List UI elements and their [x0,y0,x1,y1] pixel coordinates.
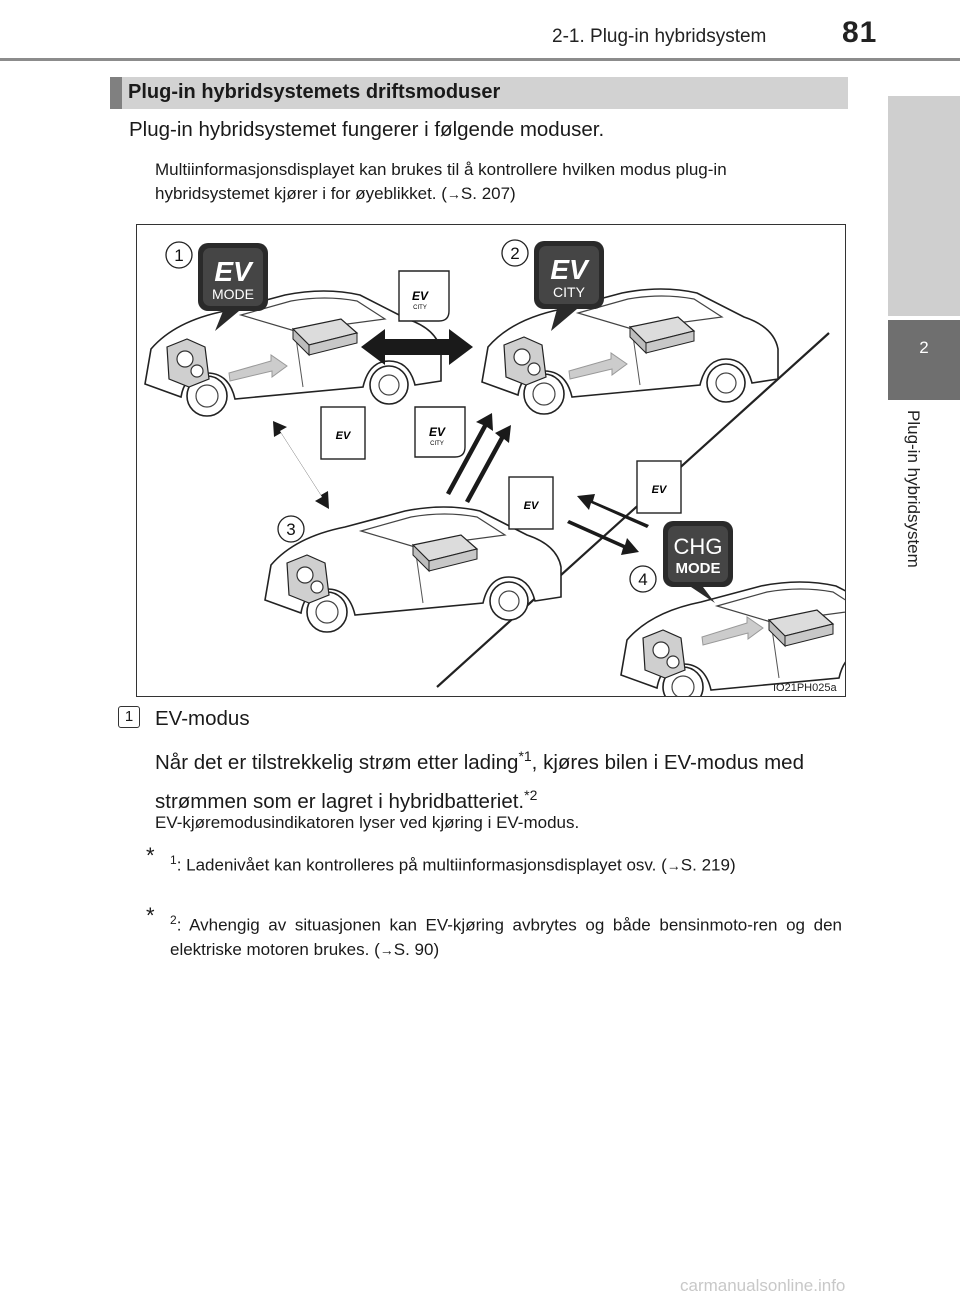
badge-ev-mode-line2: MODE [212,286,254,302]
page-reference-link[interactable]: S. 219) [680,855,736,875]
reference-arrow-icon: → [666,857,681,874]
badge-chg-mode-line2: MODE [676,560,721,577]
footnote-index-2: 2 [170,913,177,927]
car-ev-city [481,288,779,415]
chapter-number: 2 [919,338,929,357]
footnote-text-2: : Avhengig av situasjonen kan EV-kjøring… [170,915,842,959]
footnote-ref-1: *1 [518,748,532,764]
page-reference-link[interactable]: S. 207) [460,184,516,203]
item-body-part1: Når det er tilstrekkelig strøm etter lad… [155,750,519,774]
section-title: 2-1. Plug-in hybridsystem [552,26,767,47]
header-rule [0,58,960,61]
footnote-text-1: : Ladenivået kan kontrolleres på multiin… [176,855,667,875]
ev-city-button-icon-mid: EV CITY [414,406,466,458]
ev-indicator-icon-right: EV [636,460,682,514]
small-ev-label-2: EV [429,425,446,439]
page-number: 81 [842,16,878,49]
figure-callout-3: 3 [286,520,295,539]
figure-callout-2: 2 [510,244,519,263]
item-note: EV-kjøremodusindikatoren lyser ved kjøri… [155,813,580,832]
reference-arrow-icon: → [446,186,461,202]
figure-callout-4: 4 [638,570,647,589]
ev-city-button-icon-top: EV CITY [398,270,450,322]
ev-indicator-icon-center: EV [508,476,554,530]
badge-ev-city-line2: CITY [553,284,586,300]
drive-mode-illustration: EV MODE EV CITY CHG MODE EV CITY EV CITY… [144,239,918,708]
small-ev-label-1: EV [412,289,429,303]
footnote-star-2: * [146,903,155,928]
chapter-title: Plug-in hybridsystem [904,410,923,568]
footnote-ref-2: *2 [524,786,538,803]
figure-callout-1: 1 [174,246,183,265]
heading-band [110,77,848,109]
drive-mode-figure: EV MODE EV CITY CHG MODE EV CITY EV CITY… [136,224,918,708]
watermark: carmanualsonline.info [680,1276,846,1295]
indicator-ev-label-2: EV [524,500,540,512]
badge-ev-city-line1: EV [550,254,590,285]
ev-indicator-icon-left: EV [320,406,366,460]
ev-city-badge: EV CITY [534,241,604,331]
badge-ev-mode-line1: EV [214,256,254,287]
indicator-ev-label-1: EV [336,430,352,442]
display-note: Multiinformasjonsdisplayet kan brukes ti… [155,158,845,206]
item-body-part2: , kjøres bilen i EV-modus med strømmen s… [155,750,804,813]
section-heading: Plug-in hybridsystemets driftsmoduser [128,81,501,103]
car-chg-mode [620,581,918,708]
footnote-index-1: 1 [170,853,177,867]
item-number-badge: 1 [118,706,140,728]
intro-text: Plug-in hybridsystemet fungerer i følgen… [129,118,605,141]
chg-mode-badge: CHG MODE [663,521,733,603]
footnote-2: 2: Avhengig av situasjonen kan EV-kjørin… [170,908,842,962]
badge-chg-mode-line1: CHG [674,534,723,559]
item-body: Når det er tilstrekkelig strøm etter lad… [155,740,845,818]
page-reference-link[interactable]: S. 90) [393,939,440,959]
chapter-tab [888,320,960,400]
footnote-star-1: * [146,843,155,868]
display-note-text: Multiinformasjonsdisplayet kan brukes ti… [155,160,727,203]
footnote-1: 1: Ladenivået kan kontrolleres på multii… [170,848,842,878]
small-city-label-1: CITY [413,305,427,311]
figure-code: IO21PH025a [773,682,837,694]
item-title: EV-modus [155,707,250,730]
side-tab-background [888,96,960,316]
reference-arrow-icon: → [379,941,394,958]
ev-mode-badge: EV MODE [198,243,268,331]
small-city-label-2: CITY [430,441,444,447]
indicator-ev-label-3: EV [652,484,668,496]
